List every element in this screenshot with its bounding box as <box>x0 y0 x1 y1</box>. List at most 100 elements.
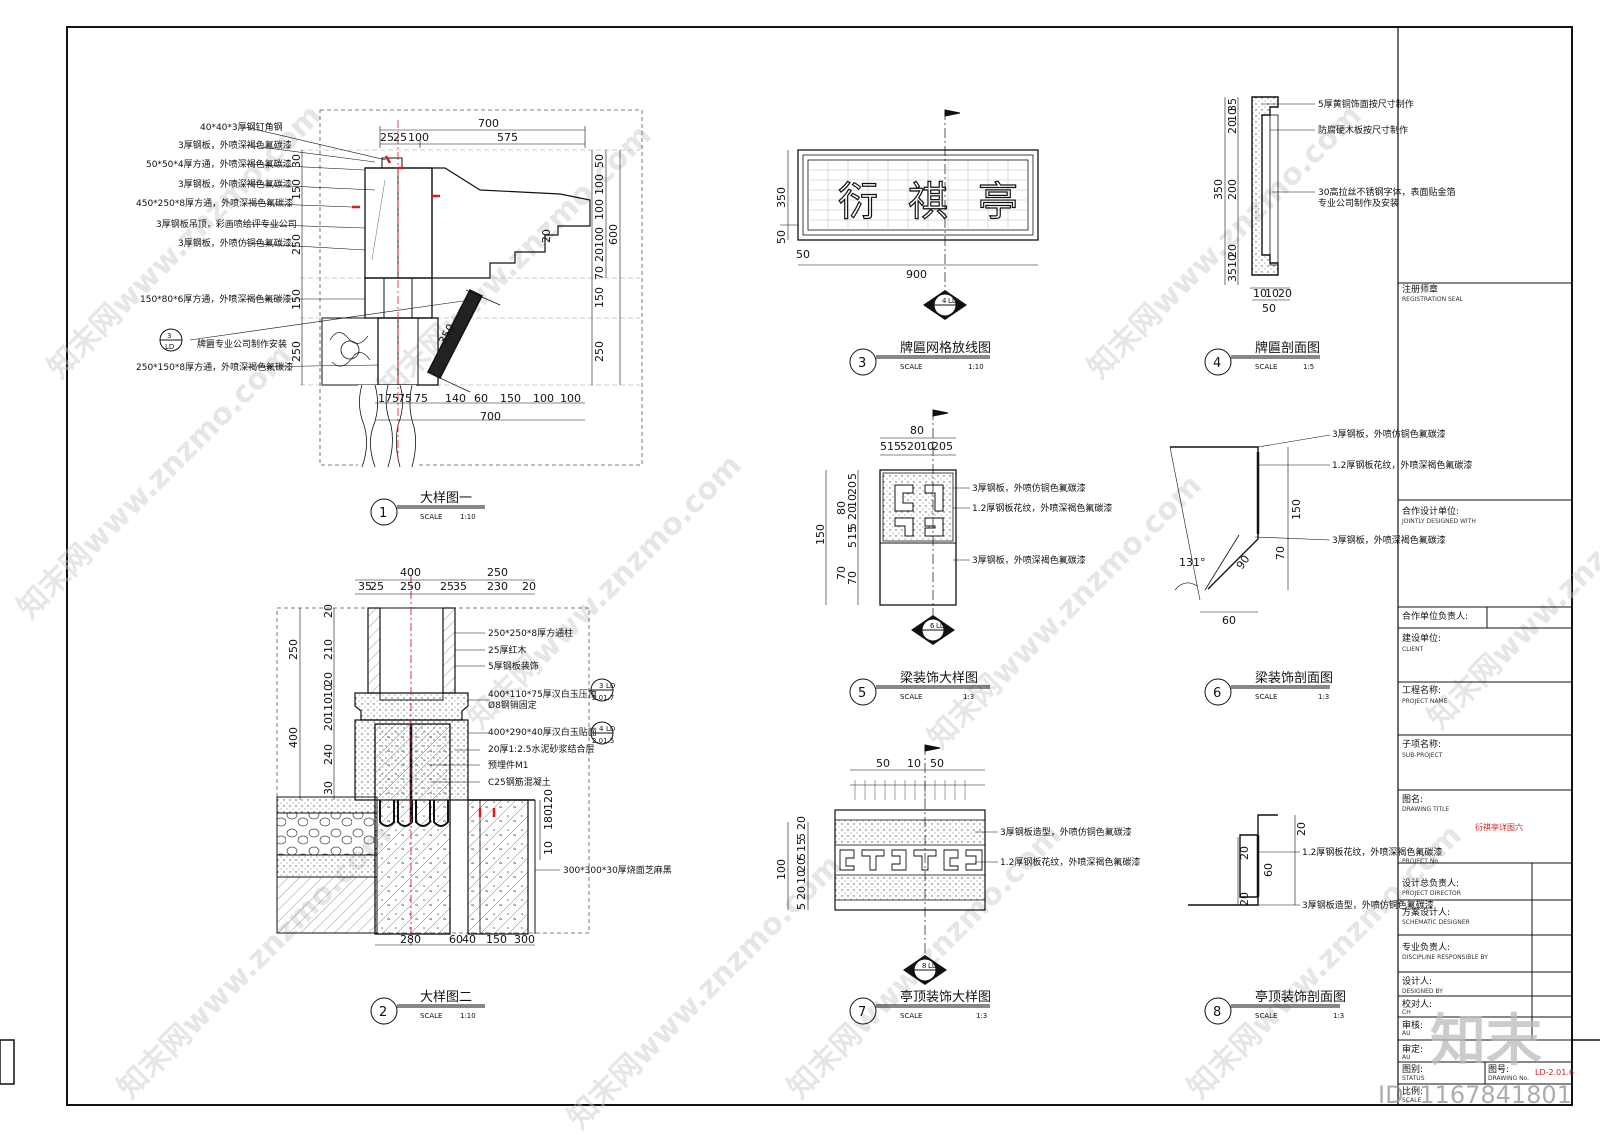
d3-dim-width: 900 <box>906 268 927 281</box>
drawing-no-label-en: DRAWING No. <box>1488 1075 1529 1082</box>
d8-note-2: 3厚钢板造型，外喷仿铜色氟碳漆 <box>1302 899 1434 911</box>
d1-callout-ref: LD <box>165 343 174 351</box>
d7-note-2: 1.2厚钢板花纹，外喷深褐色氟碳漆 <box>1000 856 1140 868</box>
d5-dim-g: 15 <box>846 526 859 540</box>
d2-note-2: 25厚红木 <box>488 644 526 656</box>
drawing-title-label: 图名: <box>1402 793 1423 805</box>
approver-label: 审定: <box>1402 1043 1423 1055</box>
title-1: 大样图一 <box>420 491 472 506</box>
d7-dim-top-b: 10 <box>907 757 921 770</box>
d1-dim-right-g: 150 <box>593 287 606 308</box>
d1-dim-top-d: 575 <box>497 131 518 144</box>
d2-dim-top-c: 250 <box>400 580 421 593</box>
seal-label-en: REGISTRATION SEAL <box>1402 296 1464 303</box>
sub-project-label-en: SUB-PROJECT <box>1402 752 1443 759</box>
detail-3-text: 衍祺亭 900 350 50 50 4 LD <box>775 178 1019 305</box>
d7-dim-d: 5 <box>795 853 808 860</box>
d4-dim-f: 10 <box>1226 254 1239 268</box>
d2-dim-top-total-b: 250 <box>487 566 508 579</box>
d1-dim-right-d: 100 <box>593 227 606 248</box>
joint-lead-label: 合作单位负责人: <box>1402 610 1468 622</box>
d4-dim-bot-a: 10 <box>1253 287 1267 300</box>
detail-8 <box>1188 814 1300 906</box>
d1-dim-right-e: 20 <box>593 248 606 262</box>
project-no-label: PROJECT No. <box>1402 858 1440 865</box>
d7-dim-c: 15 <box>795 838 808 852</box>
detail-1 <box>159 109 643 468</box>
d5-callout-num: 6 <box>930 622 935 630</box>
joint-label-en: JOINTLY DESIGNED WITH <box>1401 518 1476 525</box>
id-text: ID: 1167841801 <box>1378 1081 1572 1109</box>
d2-callout-b-ref: 2.01.5 <box>592 737 614 745</box>
detail-title-text: 1 大样图一 SCALE 1:10 2 大样图二 SCALE 1:10 3 牌匾… <box>379 340 1346 1020</box>
schematic-label-en: SCHEMATIC DESIGNER <box>1402 919 1470 926</box>
scale-2: 1:10 <box>460 1012 476 1020</box>
d1-dim-right-f: 70 <box>593 266 606 280</box>
d2-dim-left-h: 400 <box>287 727 300 748</box>
detail-6-text: 3厚钢板，外喷仿铜色氟碳漆 1.2厚钢板花纹，外喷深褐色氟碳漆 3厚钢板，外喷深… <box>1179 428 1472 627</box>
d1-dim-left-b: 150 <box>290 179 303 200</box>
d1-note-6: 3厚钢板吊顶，彩画喷绘评专业公司 <box>156 218 297 230</box>
title-5: 梁装饰大样图 <box>900 671 978 686</box>
d8-dim-b: 60 <box>1262 863 1275 877</box>
d2-callout-ref-b: LD <box>606 725 615 733</box>
d6-dim-a: 90 <box>1234 553 1253 572</box>
d2-note-10: 300*300*30厚烧面芝麻黑 <box>563 864 672 876</box>
d5-dim-top-g: 5 <box>946 440 953 453</box>
d2-note-4: 400*110*75厚汉白玉压顶 <box>488 688 597 700</box>
d3-callout-num: 4 <box>942 297 947 305</box>
title-num-8: 8 <box>1213 1005 1221 1020</box>
title-8: 亭顶装饰剖面图 <box>1255 989 1346 1005</box>
d7-dim-b: 5 <box>795 833 808 840</box>
d2-dim-left-f: 110 <box>322 697 335 718</box>
d1-dim-bot-a: 175 <box>378 392 399 405</box>
scale-6: 1:3 <box>1318 693 1329 701</box>
d1-note-3: 50*50*4厚方通，外喷深褐色氟碳漆 <box>146 158 292 170</box>
scale-word-7: SCALE <box>900 1012 922 1020</box>
d2-dim-right-b: 120 <box>542 789 555 810</box>
project-label-en: PROJECT NAME <box>1402 698 1448 705</box>
d7-dim-g: 20 <box>795 886 808 900</box>
detail-5 <box>825 409 970 645</box>
d7-dim-top-a: 50 <box>876 757 890 770</box>
d2-note-3: 5厚钢板装饰 <box>488 660 539 672</box>
d8-note-1: 1.2厚钢板花纹，外喷深褐色氟碳漆 <box>1302 846 1442 858</box>
d5-dim-j: 70 <box>846 571 859 585</box>
checker-label: 校对人: <box>1402 998 1432 1010</box>
scale-7: 1:3 <box>976 1012 987 1020</box>
d5-note-3: 3厚钢板，外喷深褐色氟碳漆 <box>972 554 1086 566</box>
scale-word-5: SCALE <box>900 693 922 701</box>
d1-dim-right-h: 250 <box>593 341 606 362</box>
director-label-en: PROJECT DIRECTOR <box>1402 890 1461 897</box>
d5-dim-c: 10 <box>846 494 859 508</box>
checker-label-en: CH <box>1402 1009 1411 1016</box>
d6-dim-c: 70 <box>1274 546 1287 560</box>
d5-dim-total: 150 <box>814 524 827 545</box>
d4-note-2: 防腐硬木板按尺寸制作 <box>1318 124 1408 136</box>
scale-4: 1:5 <box>1303 363 1314 371</box>
d7-dim-h: 5 <box>795 903 808 910</box>
d2-dim-left-c: 210 <box>322 639 335 660</box>
title-block: 注册师章 REGISTRATION SEAL 合作设计单位: JOINTLY D… <box>1378 27 1574 1109</box>
title-2: 大样图二 <box>420 990 472 1005</box>
d7-dim-top-c: 50 <box>930 757 944 770</box>
d5-dim-top-c: 5 <box>900 440 907 453</box>
schematic-label: 方案设计人: <box>1402 906 1450 918</box>
d4-note-1: 5厚黄铜饰面按尺寸制作 <box>1318 98 1414 110</box>
scale-word-2: SCALE <box>420 1012 442 1020</box>
d4-dim-e: 20 <box>1226 244 1239 258</box>
d3-dim-bottom-small: 50 <box>796 248 810 261</box>
title-num-5: 5 <box>858 686 866 701</box>
d2-note-8: 预埋件M1 <box>488 759 529 771</box>
d1-dim-right-i: 20 <box>540 229 553 243</box>
d1-dim-top-a: 25 <box>380 131 394 144</box>
seal-label: 注册师章 <box>1402 283 1438 295</box>
d1-dim-top-total: 700 <box>478 117 499 130</box>
d7-dim-e: 20 <box>795 858 808 872</box>
scale-word-3: SCALE <box>900 363 922 371</box>
d8-dim-c: 20 <box>1238 846 1251 860</box>
d1-dim-right-b: 100 <box>593 174 606 195</box>
d1-note-4: 3厚钢板，外喷深褐色氟碳漆 <box>178 178 292 190</box>
